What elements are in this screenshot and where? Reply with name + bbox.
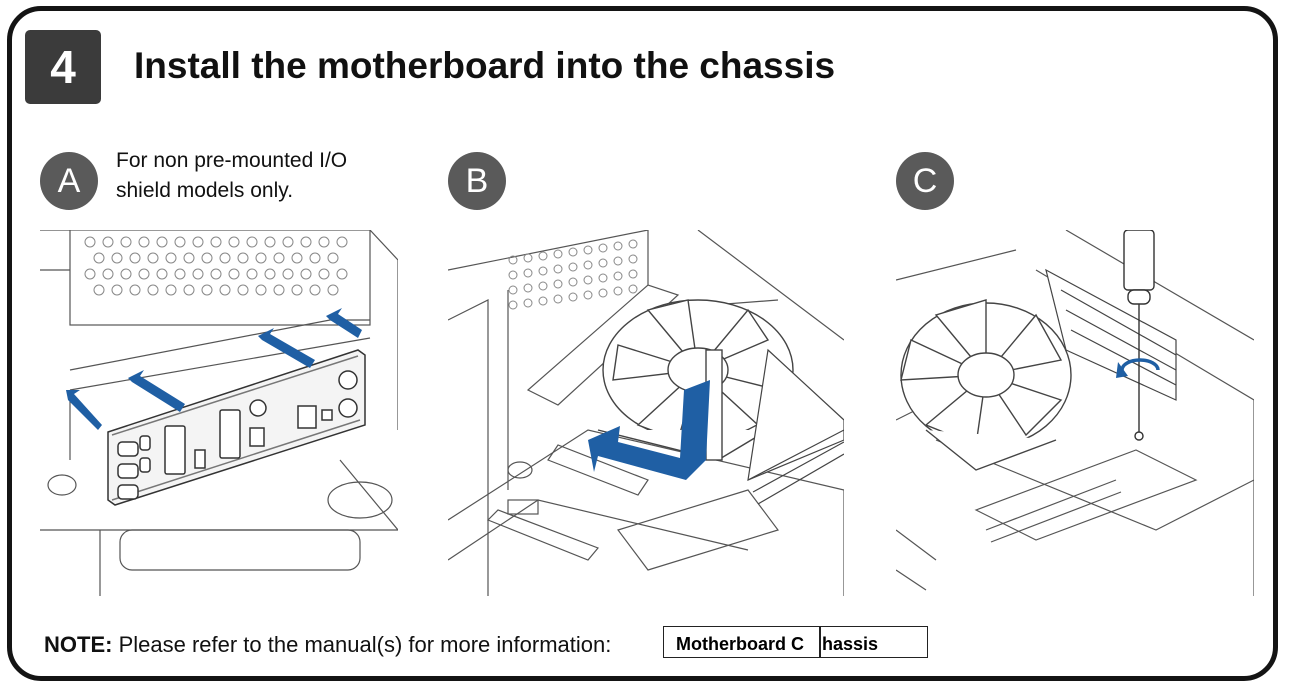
note-text: Please refer to the manual(s) for more i… — [118, 632, 612, 657]
note-label: NOTE: — [44, 632, 113, 657]
panel-b-label: B — [448, 152, 506, 210]
links-divider — [819, 627, 821, 657]
io-shield-illustration — [40, 230, 398, 596]
cpu-cooler-illustration — [448, 230, 844, 596]
screwdriver-drawing — [896, 230, 1254, 596]
io-shield-drawing — [40, 230, 398, 596]
panel-a-label: A — [40, 152, 98, 210]
manual-links-box: Motherboard C hassis — [663, 626, 928, 658]
panel-a-caption-line2: shield models only. — [116, 179, 294, 202]
cpu-cooler-drawing — [448, 230, 844, 596]
motherboard-manual-link[interactable]: Motherboard C — [676, 634, 804, 654]
footer-note: NOTE: Please refer to the manual(s) for … — [44, 632, 611, 658]
chassis-manual-link[interactable]: hassis — [822, 634, 879, 654]
step-frame — [7, 6, 1278, 681]
panel-a-caption-line1: For non pre-mounted I/O — [116, 149, 348, 172]
screwdriver-illustration — [896, 230, 1254, 596]
step-title: Install the motherboard into the chassis — [134, 45, 836, 86]
panel-a-caption: For non pre-mounted I/O shield models on… — [116, 146, 416, 206]
panel-c-label: C — [896, 152, 954, 210]
step-number-badge: 4 — [25, 30, 101, 104]
